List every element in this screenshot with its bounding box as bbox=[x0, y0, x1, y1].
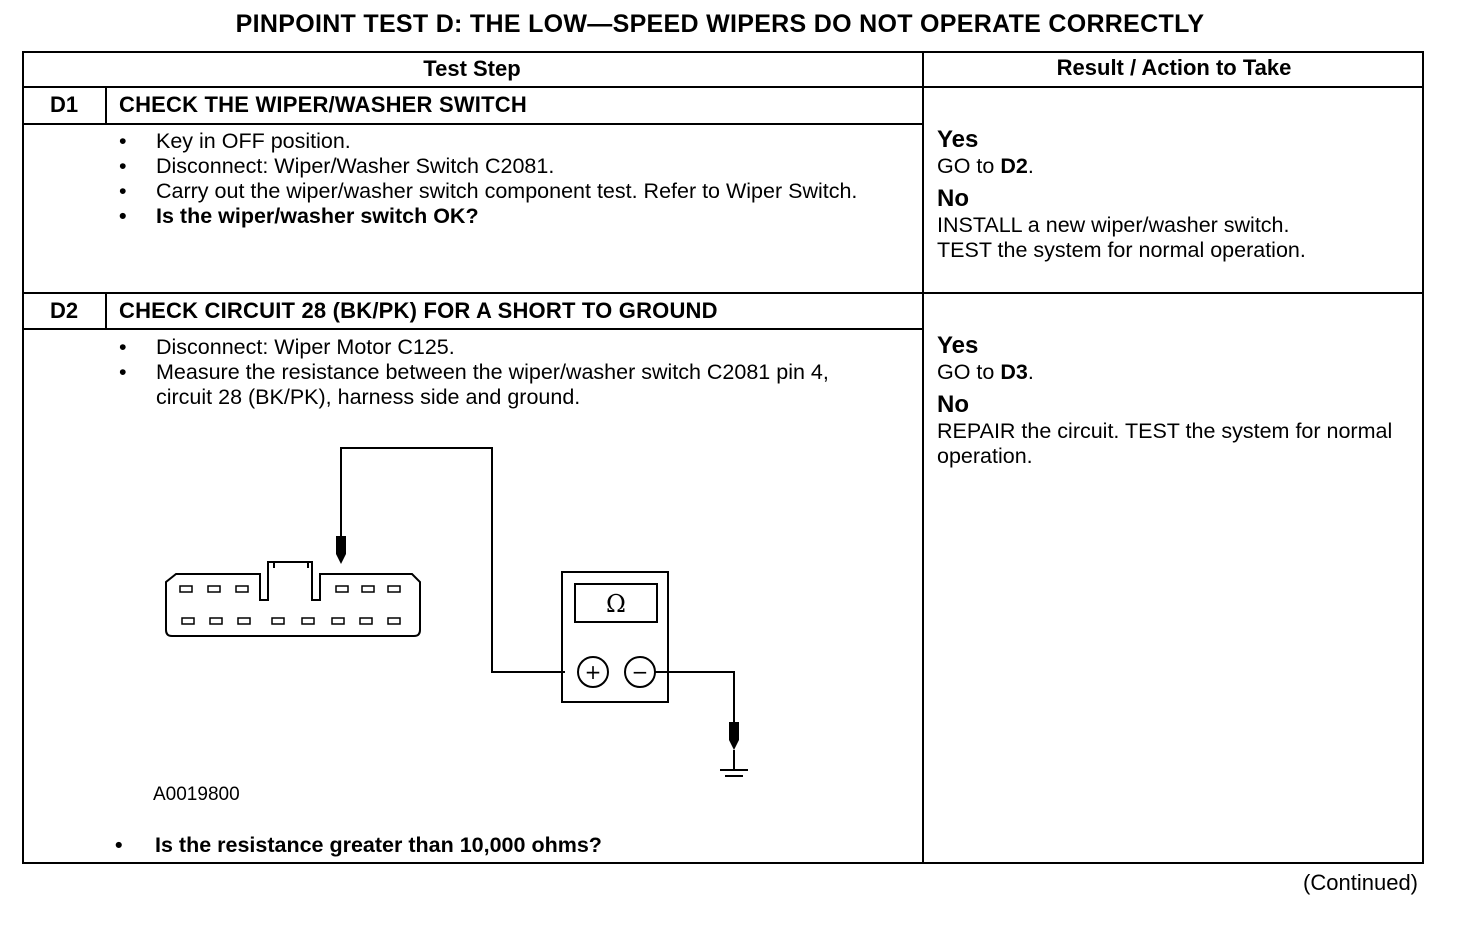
d1-bullet: Disconnect: Wiper/Washer Switch C2081. bbox=[119, 154, 862, 179]
d2-no-action: REPAIR the circuit. TEST the system for … bbox=[937, 419, 1393, 468]
d1-no-label: No bbox=[937, 185, 969, 212]
d2-yes-action: GO to D3. bbox=[937, 360, 1034, 384]
connector-pins bbox=[179, 585, 401, 625]
plus-symbol: + bbox=[585, 660, 602, 684]
header-test-step: Test Step bbox=[423, 56, 521, 81]
probe-tip bbox=[336, 536, 346, 564]
d2-question: Is the resistance greater than 10,000 oh… bbox=[115, 833, 602, 858]
d1-instructions: Key in OFF position. Disconnect: Wiper/W… bbox=[119, 129, 862, 229]
d1-yes-target: D2 bbox=[1000, 154, 1028, 178]
d2-bullet: Measure the resistance between the wiper… bbox=[119, 360, 882, 410]
d2-bullet: Disconnect: Wiper Motor C125. bbox=[119, 335, 882, 360]
d1-yes-label: Yes bbox=[937, 126, 979, 153]
d1-bullet: Key in OFF position. bbox=[119, 129, 862, 154]
d1-result: Yes GO to D2. No INSTALL a new wiper/was… bbox=[937, 126, 1407, 263]
step-divider bbox=[22, 292, 1424, 294]
step-title-d2: CHECK CIRCUIT 28 (BK/PK) FOR A SHORT TO … bbox=[119, 298, 718, 323]
step-id-d1: D1 bbox=[49, 92, 79, 117]
ohmmeter-display bbox=[574, 583, 658, 623]
d1-bullet: Carry out the wiper/washer switch compon… bbox=[119, 179, 862, 204]
figure-id: A0019800 bbox=[153, 784, 240, 805]
step-id-d2: D2 bbox=[49, 298, 79, 323]
d2-no-label: No bbox=[937, 391, 969, 418]
header-result-action: Result / Action to Take bbox=[1056, 55, 1292, 80]
d2-id-divider bbox=[105, 292, 107, 330]
minus-symbol: − bbox=[632, 660, 649, 684]
ohmmeter-body bbox=[561, 571, 669, 703]
ohmmeter-test-diagram: Ω + − bbox=[165, 447, 748, 777]
positive-terminal bbox=[577, 656, 609, 688]
column-divider bbox=[922, 51, 924, 864]
d2-yes-target: D3 bbox=[1000, 360, 1028, 384]
header-divider bbox=[22, 86, 1424, 88]
d1-question: Is the wiper/washer switch OK? bbox=[119, 204, 862, 229]
ohm-symbol: Ω bbox=[606, 590, 626, 618]
positive-lead-wire bbox=[340, 447, 565, 673]
d1-no-action-line1: INSTALL a new wiper/washer switch. bbox=[937, 213, 1290, 237]
d2-instructions: Disconnect: Wiper Motor C125. Measure th… bbox=[119, 335, 882, 410]
continued-label: (Continued) bbox=[1303, 870, 1418, 895]
step-title-d1: CHECK THE WIPER/WASHER SWITCH bbox=[119, 92, 527, 117]
page-title: PINPOINT TEST D: THE LOW—SPEED WIPERS DO… bbox=[235, 10, 1205, 38]
ground-probe-tip bbox=[729, 722, 739, 750]
d2-result: Yes GO to D3. No REPAIR the circuit. TES… bbox=[937, 332, 1407, 469]
d2-title-divider bbox=[22, 328, 924, 330]
connector-lock-tab bbox=[273, 561, 309, 568]
d1-title-divider bbox=[22, 123, 924, 125]
d1-no-action-line2: TEST the system for normal operation. bbox=[937, 238, 1306, 262]
ground-lead-wire bbox=[655, 671, 735, 722]
d1-id-divider bbox=[105, 86, 107, 125]
d2-yes-label: Yes bbox=[937, 332, 979, 359]
connector-body bbox=[165, 561, 421, 637]
pinpoint-test-table bbox=[22, 51, 1424, 864]
d1-yes-action: GO to D2. bbox=[937, 154, 1034, 178]
